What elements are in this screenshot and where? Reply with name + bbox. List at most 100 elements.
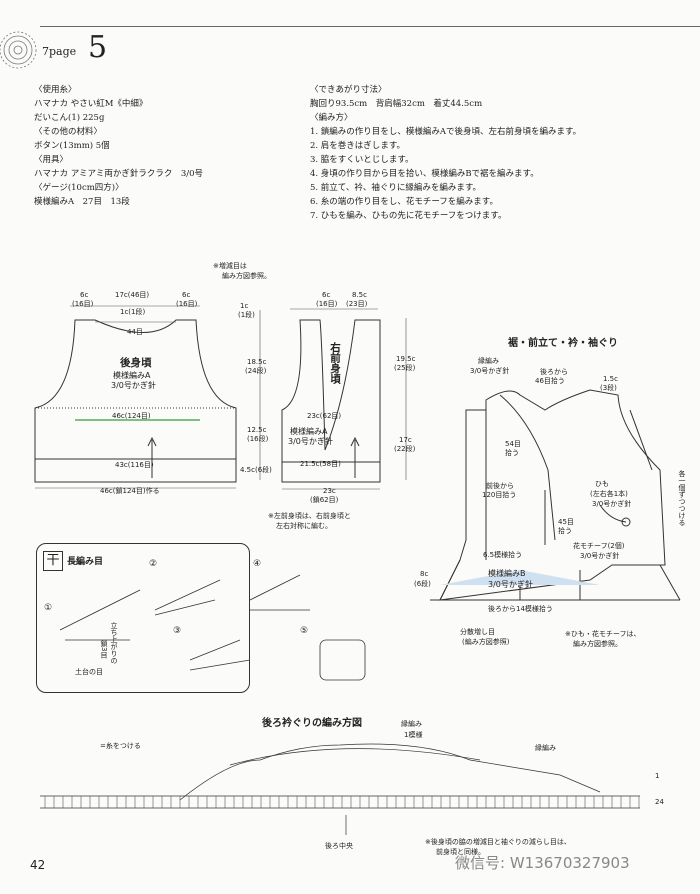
chart-repeat-label: 1模様 — [404, 731, 423, 739]
finish-line: 7. ひもを編み、ひもの先に花モチーフをつけます。 — [310, 211, 507, 221]
hem-height: 8c — [420, 570, 429, 578]
front-height-1-rows: (25段) — [394, 364, 416, 372]
page-number: 5 — [88, 30, 108, 65]
front-body-outline — [281, 308, 407, 490]
instructions-block: 〈できあがり寸法〉 胸回り93.5cm 背肩幅32cm 着丈44.5cm 〈編み… — [310, 83, 581, 223]
legend-step: ② — [149, 559, 158, 569]
legend-step: ③ — [173, 626, 182, 636]
materials-line: 〈ゲージ(10cm四方)〉 — [34, 183, 124, 193]
back-width-right: 6c — [182, 291, 191, 299]
repeat-pickup: 6.5模様拾う — [483, 551, 523, 559]
back-width-left-sts: (16目) — [72, 300, 94, 308]
doily-logo-icon — [0, 31, 37, 69]
front-start: 23c — [323, 487, 336, 495]
front-height-2-rows: (22段) — [394, 445, 416, 453]
back-width-center-row: 1c(1段) — [120, 308, 146, 316]
chart-edge-right: 縁編み — [535, 744, 556, 752]
back-note: ※増減目は — [213, 262, 247, 270]
back-start-chain: 46c(鎖124目)作る — [100, 487, 160, 495]
legend-step: ⑤ — [300, 626, 309, 636]
back-height-2: 18.5c — [247, 358, 267, 366]
front-width-left-sts: (16目) — [316, 300, 338, 308]
pickup-45: 45目 — [558, 518, 574, 526]
neck-chart-title: 後ろ衿ぐりの編み方図 — [262, 718, 362, 729]
assembly-note: 編み方図参照。 — [573, 640, 622, 648]
assembly-title: 裾・前立て・衿・袖ぐり — [508, 338, 618, 349]
side-note: 各一個ずつつける — [678, 470, 686, 526]
page-label: 7page — [42, 45, 77, 58]
footer-page-number: 42 — [30, 858, 46, 872]
chart-edge-label: 縁編み — [401, 720, 422, 728]
materials-line: 〈用具〉 — [34, 155, 69, 165]
back-body-outline — [34, 305, 261, 489]
front-note: 左右対称に編む。 — [276, 522, 332, 530]
chart-note: 前身頃と同様。 — [436, 848, 485, 856]
back-height-3: 12.5c — [247, 426, 267, 434]
motif-hook: 3/0号かぎ針 — [580, 552, 620, 560]
watermark-text: 微信号: W13670327903 — [455, 854, 630, 872]
legend-steps — [59, 574, 366, 681]
back-width-left: 6c — [80, 291, 89, 299]
finish-line: 5. 前立て、衿、袖ぐりに縁編みを編みます。 — [310, 183, 482, 193]
pickup-120-b: 120目拾う — [482, 491, 517, 499]
legend-label-chain-count: 鎖3目 — [100, 640, 108, 659]
back-14-repeats: 後ろから14模様拾う — [488, 605, 553, 613]
front-body-title: 右前身頃 — [329, 342, 341, 384]
back-width-right-sts: (16目) — [176, 300, 198, 308]
materials-line: 〈使用糸〉 — [34, 85, 77, 95]
front-width-right: 8.5c — [352, 291, 367, 299]
row-1-label: 1 — [655, 772, 660, 780]
finish-line: 6. 糸の端の作り目をし、花モチーフを編みます。 — [310, 197, 498, 207]
legend-step: ④ — [253, 559, 262, 569]
legend-title: 長編み目 — [67, 557, 104, 567]
front-start-chain: (鎖62目) — [310, 496, 339, 504]
edge-label: 縁編み — [478, 357, 499, 365]
back-height-3-rows: (16段) — [247, 435, 269, 443]
pickup-45-b: 拾う — [558, 527, 572, 535]
pickup-54: 54目 — [505, 440, 521, 448]
finish-line: 〈できあがり寸法〉 — [310, 85, 387, 95]
hem-blue-wedge — [440, 570, 600, 585]
cord-label: ひも — [595, 480, 609, 488]
finish-line: 〈編み方〉 — [310, 113, 353, 123]
back-pickup: 後ろから — [540, 368, 568, 376]
back-height-4: 4.5c(6段) — [240, 466, 272, 474]
legend-label-chain: 立ち上がりの — [110, 622, 118, 664]
front-note: ※左前身頃は、右前身頃と — [268, 512, 351, 520]
hem-hook: 3/0号かぎ針 — [488, 580, 533, 589]
assembly-note: ※ひも・花モチーフは、 — [565, 630, 641, 638]
row-24-label: 24 — [655, 798, 664, 806]
finish-line: 3. 脇をすくいとじします。 — [310, 155, 414, 165]
materials-line: ハマナカ やさい紅M《中細》 — [34, 99, 148, 109]
back-chest: 46c(124目) — [112, 412, 151, 420]
back-hook: 3/0号かぎ針 — [111, 381, 156, 390]
legend-step: ① — [44, 603, 53, 613]
front-width-right-sts: (23目) — [346, 300, 368, 308]
front-pattern: 模様編みA — [290, 427, 328, 436]
cord-hook: 3/0号かぎ針 — [592, 500, 632, 508]
finish-line: 4. 身頃の作り目から目を拾い、模様編みBで裾を編みます。 — [310, 169, 539, 179]
motif-label: 花モチーフ(2個) — [573, 542, 625, 550]
finish-line: 2. 肩を巻きはぎします。 — [310, 141, 405, 151]
back-body-title: 後身頃 — [120, 357, 152, 369]
materials-line: だいこん(1) 225g — [34, 113, 105, 123]
front-chest: 23c(62目) — [307, 412, 342, 420]
finish-line: 1. 鎖編みの作り目をし、模様編みAで後身頃、左右前身頃を編みます。 — [310, 127, 582, 137]
stitch-legend-box — [36, 543, 250, 693]
back-pickup-sts: 46目拾う — [535, 377, 565, 385]
edge-width: 1.5c — [603, 375, 618, 383]
chart-note: ※後身頃の脇の増減目と袖ぐりの減らし目は、 — [425, 838, 571, 846]
back-height-1: 1c — [240, 302, 249, 310]
cord-count: (左右各1本) — [590, 490, 628, 498]
back-height-2-rows: (24段) — [245, 367, 267, 375]
increase-ref: (編み方図参照) — [462, 638, 510, 646]
assembly-outline — [430, 389, 681, 601]
front-height-2: 17c — [399, 436, 412, 444]
edge-hook: 3/0号かぎ針 — [470, 367, 510, 375]
increase-label: 分散増し目 — [460, 628, 495, 636]
back-width-center: 17c(46目) — [115, 291, 150, 299]
front-hook: 3/0号かぎ針 — [288, 437, 333, 446]
finish-line: 胸回り93.5cm 背肩幅32cm 着丈44.5cm — [310, 99, 483, 109]
legend-label-base: 土台の目 — [75, 668, 103, 676]
